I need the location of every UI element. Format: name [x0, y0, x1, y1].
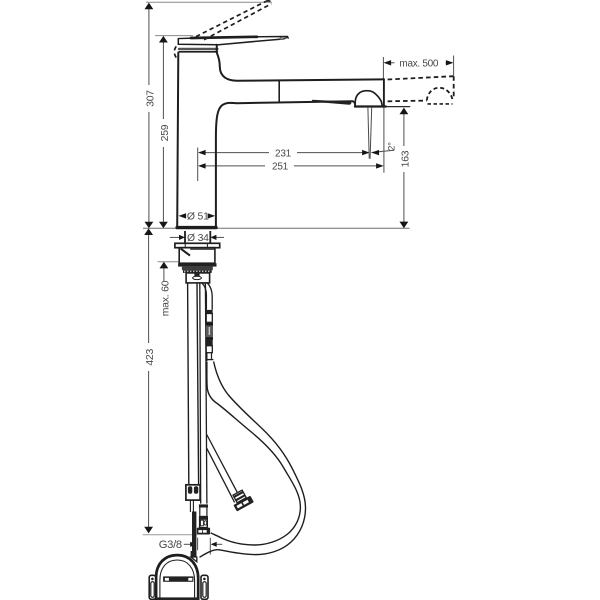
- svg-text:231: 231: [275, 149, 292, 160]
- svg-text:Ø 51: Ø 51: [187, 212, 209, 223]
- svg-text:2°: 2°: [386, 142, 396, 151]
- svg-text:Ø 34: Ø 34: [187, 233, 209, 244]
- svg-text:max. 60: max. 60: [161, 280, 172, 316]
- svg-text:251: 251: [272, 162, 289, 173]
- svg-text:163: 163: [401, 150, 412, 167]
- svg-text:259: 259: [160, 124, 171, 141]
- svg-text:G3/8: G3/8: [159, 539, 182, 551]
- svg-text:423: 423: [145, 349, 156, 366]
- svg-text:307: 307: [146, 90, 157, 107]
- svg-text:max. 500: max. 500: [399, 58, 438, 69]
